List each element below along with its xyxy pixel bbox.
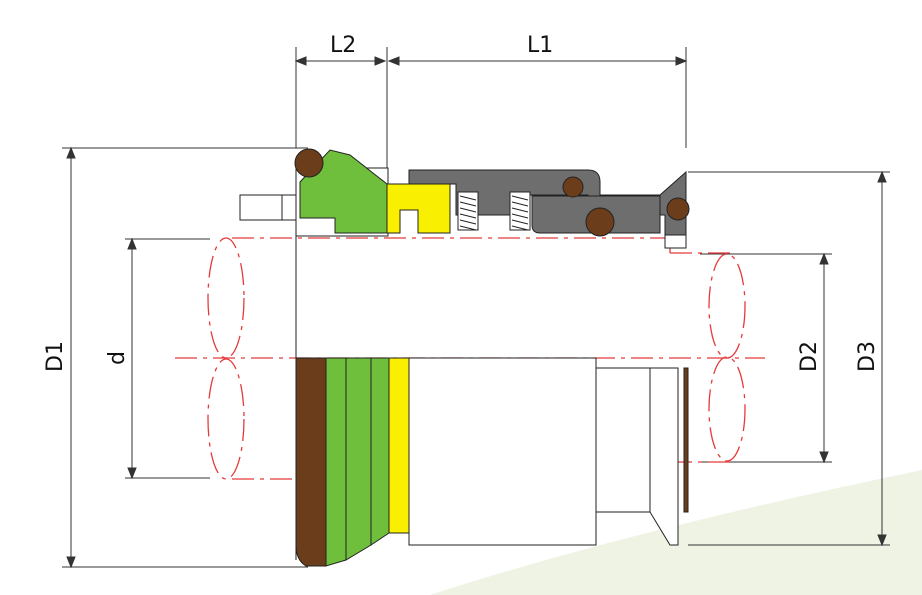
gasket-brown [295,357,327,567]
o-ring-icon [294,148,324,178]
label-d: d [105,351,130,365]
o-ring-icon [562,176,584,198]
label-d1: D1 [43,341,68,372]
label-l1: L1 [527,33,553,58]
green-ring-1 [325,357,347,567]
green-ring-2 [345,357,372,561]
dimension-lines [62,47,890,569]
collar-strip-brown [683,367,689,513]
label-d2: D2 [797,341,822,372]
housing-cylinder [408,357,597,546]
yellow-face [388,357,410,534]
green-ring-3 [370,357,390,546]
seal-lower-exterior [295,236,689,567]
o-ring-icon [585,207,615,237]
label-l2: L2 [330,33,356,58]
spring-icon [457,191,531,231]
label-d3: D3 [855,341,880,372]
seal-upper-section [239,148,690,249]
o-ring-icon [666,197,690,221]
rotating-face-yellow [386,183,451,234]
